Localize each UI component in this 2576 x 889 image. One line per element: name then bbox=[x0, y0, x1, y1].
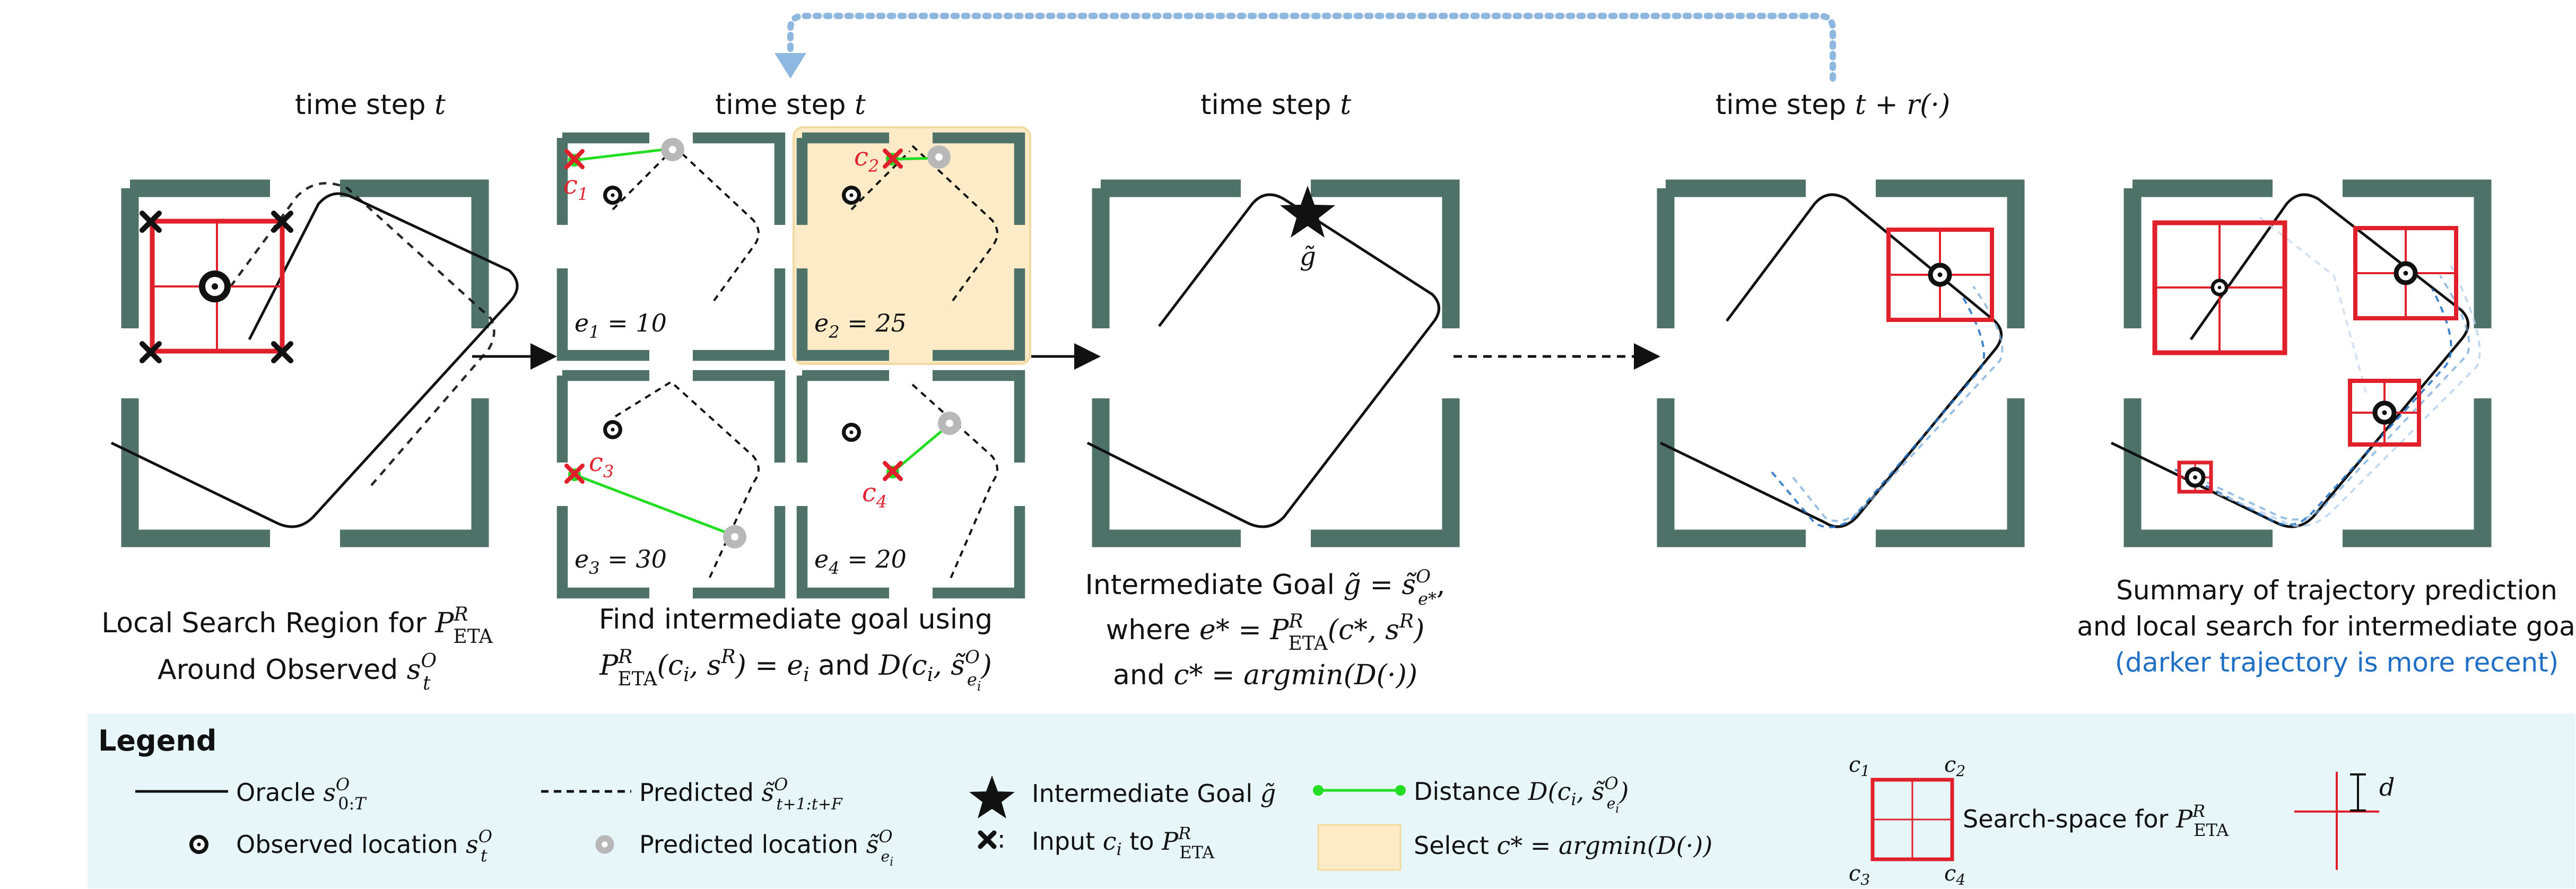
panel-1-map bbox=[130, 188, 480, 538]
panel-3: time step t g̃ Intermediate Goal g̃ = s̃… bbox=[1085, 89, 1451, 691]
cell-1: c1 e1 = 10 bbox=[562, 138, 780, 355]
legend-search-space-icon bbox=[1870, 778, 1954, 861]
legend-star-icon bbox=[969, 775, 1015, 818]
panel-4-map bbox=[1666, 188, 2016, 538]
panel-5-caption-1: Summary of trajectory prediction bbox=[2116, 575, 2557, 606]
observed-location-marker bbox=[202, 274, 228, 299]
feedback-arrow bbox=[774, 13, 1836, 82]
legend-select-swatch bbox=[1317, 824, 1402, 871]
panel-5: Summary of trajectory prediction and loc… bbox=[2077, 188, 2576, 678]
panel-3-oracle-path bbox=[1086, 193, 1440, 528]
panel-1-title: time step t bbox=[295, 89, 446, 121]
goal-star-icon bbox=[1280, 186, 1335, 238]
legend-d-bracket bbox=[2350, 773, 2366, 812]
input-markers bbox=[140, 211, 293, 363]
legend-goal: Intermediate Goal g̃ bbox=[1032, 779, 1276, 808]
legend-d-label: d bbox=[2379, 773, 2395, 801]
cell-2: c2 e2 = 25 bbox=[802, 138, 1020, 355]
e1-label: e1 = 10 bbox=[575, 309, 667, 342]
c1-label: c1 bbox=[563, 170, 588, 204]
panel-5-map bbox=[2133, 188, 2483, 538]
panel-5-caption-3: (darker trajectory is more recent) bbox=[2115, 647, 2559, 678]
legend-title: Legend bbox=[98, 724, 216, 757]
c2-label: c2 bbox=[854, 142, 879, 176]
legend-x-icon bbox=[978, 830, 997, 849]
goal-label: g̃ bbox=[1300, 242, 1316, 272]
panel-2: time step t c1 e1 = 10 c2 e2 = 25 bbox=[562, 89, 1031, 694]
panel-1-paths bbox=[110, 182, 519, 528]
legend-corner-c4: c4 bbox=[1944, 861, 1965, 888]
legend-select: Select c* = argmin(D(·)) bbox=[1414, 831, 1712, 860]
panel-2-caption-1: Find intermediate goal using bbox=[599, 604, 993, 635]
panel-5-caption-2: and local search for intermediate goals bbox=[2077, 611, 2576, 642]
e2-label: e2 = 25 bbox=[814, 309, 907, 342]
c4-label: c4 bbox=[862, 478, 887, 512]
panel-4: time step t + r(·) bbox=[1660, 89, 2016, 538]
panel-3-caption-3: and c* = argmin(D(·)) bbox=[1113, 659, 1417, 691]
cell-3: c3 e3 = 30 bbox=[562, 376, 780, 593]
e3-label: e3 = 30 bbox=[575, 545, 667, 578]
panel-3-map bbox=[1101, 188, 1451, 538]
legend-x-colon: : bbox=[997, 825, 1006, 853]
c3-label: c3 bbox=[589, 448, 614, 482]
legend-corner-c2: c2 bbox=[1944, 753, 1965, 780]
panel-2-title: time step t bbox=[715, 89, 866, 121]
static-planner-step bbox=[1454, 343, 1660, 370]
panel-4-title: time step t + r(·) bbox=[1716, 89, 1951, 121]
panel-3-title: time step t bbox=[1200, 89, 1351, 121]
e4-label: e4 = 20 bbox=[814, 545, 907, 578]
panel-4-oracle-path bbox=[1726, 193, 2003, 528]
cell-4: c4 e4 = 20 bbox=[802, 376, 1020, 593]
